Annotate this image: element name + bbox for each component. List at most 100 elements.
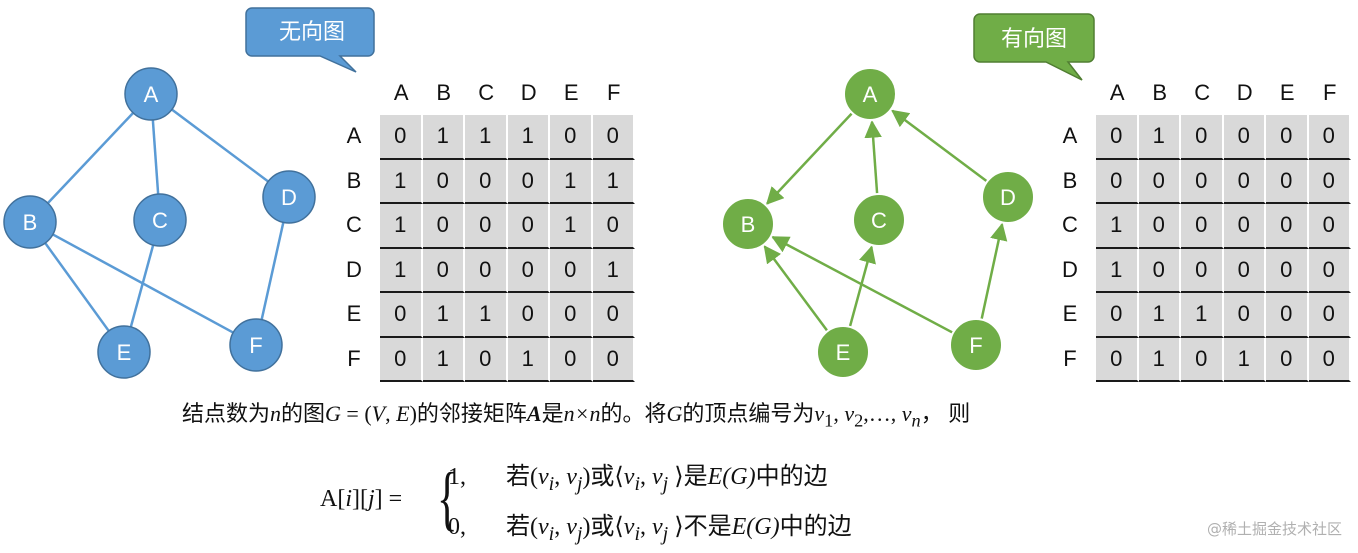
undirected-matrix-col-F: F — [607, 80, 621, 105]
directed-edges — [763, 109, 1008, 334]
directed-matrix-cell-A-A: 0 — [1096, 115, 1139, 160]
directed-matrix-cell-A-E: 0 — [1266, 115, 1309, 160]
directed-matrix-cell-D-F: 0 — [1308, 248, 1351, 293]
undirected-matrix-cell-D-F: 1 — [592, 248, 635, 293]
directed-node-label-B: B — [741, 212, 756, 237]
def-text-2: 的图 — [281, 401, 326, 426]
undirected-matrix-row-A: A — [346, 123, 362, 148]
case1-mid: )或⟨ — [582, 464, 624, 490]
directed-node-circle-B — [721, 197, 775, 251]
directed-matrix-cell-E-B: 1 — [1138, 293, 1181, 338]
undirected-matrix-cell-D-D: 0 — [507, 248, 550, 293]
undirected-matrix-cell-B-A: 1 — [380, 159, 423, 204]
directed-matrix-row-C: C — [1062, 212, 1078, 237]
directed-edge-C-A — [864, 120, 882, 195]
case2-eg: E(G) — [731, 514, 780, 540]
directed-matrix-cell-D-B: 0 — [1138, 248, 1181, 293]
directed-matrix-cell-B-D: 0 — [1223, 159, 1266, 204]
case2-vi2: v — [623, 514, 635, 540]
def-v2: v — [844, 401, 855, 426]
case2-j2: j — [662, 522, 669, 545]
undirected-matrix-cell-B-F: 1 — [592, 159, 635, 204]
directed-matrix-cell-F-C: 0 — [1181, 337, 1224, 382]
case1-i: i — [548, 472, 555, 495]
directed-matrix-cell-A-C: 0 — [1181, 115, 1224, 160]
def-a: A — [526, 401, 542, 426]
undirected-matrix-cell-C-D: 0 — [507, 204, 550, 249]
undirected-matrix-cell-F-B: 1 — [422, 337, 465, 382]
directed-matrix-cell-C-D: 0 — [1223, 204, 1266, 249]
directed-matrix-cell-F-B: 1 — [1138, 337, 1181, 382]
undirected-matrix-cell-A-D: 1 — [507, 115, 550, 160]
def-ellipsis: ,…, — [863, 401, 902, 426]
undirected-matrix-row-F: F — [347, 345, 361, 371]
directed-node-circle-F — [949, 318, 1003, 372]
def-vn: v — [901, 401, 912, 426]
case1-tail: 中的边 — [755, 464, 828, 490]
directed-matrix-cell-E-F: 0 — [1308, 293, 1351, 338]
directed-matrix-cell-A-F: 0 — [1308, 115, 1351, 160]
directed-node-A: A — [843, 67, 897, 121]
def-text-6: 是 — [541, 401, 564, 426]
def-nxn: n×n — [563, 401, 601, 426]
directed-node-circle-D — [981, 170, 1035, 224]
lhs-mid: ][ — [352, 486, 368, 512]
lhs-j: j — [367, 486, 375, 512]
case2-post: ⟩不是 — [668, 514, 732, 540]
undirected-matrix-cell-C-F: 0 — [592, 204, 635, 249]
undirected-matrix-cell-D-B: 0 — [422, 248, 465, 293]
case1-j2: j — [662, 472, 669, 495]
undirected-matrix-row-E: E — [346, 301, 362, 326]
def-sub-1: 1 — [824, 410, 834, 431]
def-text-5: )的邻接矩阵 — [409, 401, 527, 426]
undirected-matrix-cell-F-F: 0 — [592, 337, 635, 382]
case1-post: ⟩是 — [668, 464, 708, 490]
undirected-node-label-D: D — [281, 185, 297, 210]
directed-node-label-F: F — [969, 333, 982, 358]
undirected-edge-D-F — [260, 222, 285, 320]
undirected-node-A: A — [124, 67, 178, 121]
directed-matrix-cell-A-D: 0 — [1223, 115, 1266, 160]
undirected-matrix-cell-E-E: 0 — [550, 293, 593, 338]
directed-node-label-D: D — [1000, 185, 1016, 210]
undirected-node-label-A: A — [144, 82, 159, 107]
case2-mid: )或⟨ — [582, 514, 624, 540]
directed-tag: 有向图 — [1001, 27, 1067, 52]
def-sub-n: n — [911, 410, 921, 431]
directed-matrix-cell-A-B: 1 — [1138, 115, 1181, 160]
case2-pre: 若( — [506, 514, 538, 540]
case2-j: j — [576, 522, 583, 545]
undirected-node-circle-A — [124, 67, 178, 121]
directed-edge-F-B — [771, 236, 954, 334]
directed-matrix-cell-F-D: 1 — [1223, 337, 1266, 382]
undirected-matrix-col-E: E — [563, 80, 579, 105]
lhs-i: i — [345, 486, 352, 512]
directed-node-C: C — [852, 193, 906, 247]
case1-i2: i — [634, 472, 641, 495]
directed-matrix-cell-B-A: 0 — [1096, 159, 1139, 204]
undirected-node-circle-E — [97, 325, 151, 379]
def-text-7: 的。将 — [600, 401, 667, 426]
directed-matrix-cell-F-E: 0 — [1266, 337, 1309, 382]
undirected-node-F: F — [229, 318, 283, 372]
undirected-matrix-cell-D-C: 0 — [465, 248, 508, 293]
undirected-edge-A-D — [171, 108, 269, 183]
undirected-matrix-cell-A-B: 1 — [422, 115, 465, 160]
def-text-1: 结点数为 — [182, 401, 271, 426]
formula-brace: { — [436, 458, 458, 538]
def-g: G — [325, 401, 341, 426]
formula-case-1: 1,若(vi, vj)或⟨vi, vj ⟩是E(G)中的边 — [448, 456, 828, 496]
undirected-matrix-cell-F-D: 1 — [507, 337, 550, 382]
case1-j: j — [576, 472, 583, 495]
undirected-matrix-cell-B-B: 0 — [422, 159, 465, 204]
undirected-matrix-cell-E-F: 0 — [592, 293, 635, 338]
directed-matrix-cell-B-C: 0 — [1181, 159, 1224, 204]
directed-matrix-col-B: B — [1152, 80, 1168, 105]
undirected-matrix-cell-F-C: 0 — [465, 337, 508, 382]
case2-i2: i — [634, 522, 641, 545]
undirected-node-label-B: B — [23, 210, 38, 235]
